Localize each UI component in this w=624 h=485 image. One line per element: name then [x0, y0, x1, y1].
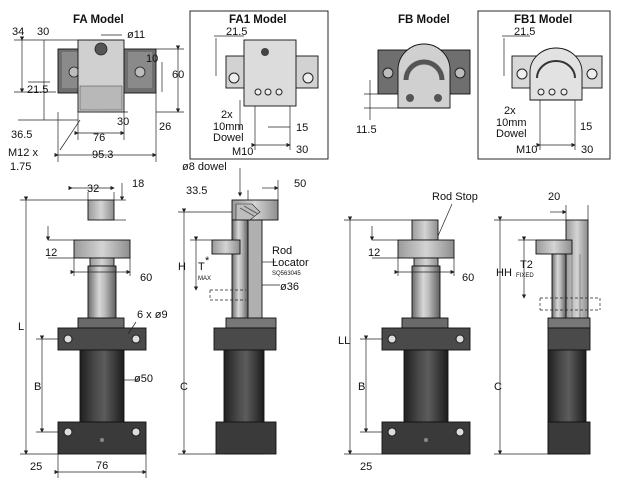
- lm-dowel: ø8 dowel: [182, 161, 227, 173]
- lm-dim-T-star: *: [205, 255, 210, 267]
- lr-dim-B: B: [358, 381, 365, 393]
- lr-rodstop: Rod Stop: [432, 191, 478, 203]
- ll-dim-32: 32: [87, 183, 99, 195]
- fa1-flange: [225, 39, 319, 107]
- fa-dim-30a: 30: [37, 26, 49, 38]
- fa1-dim-15: 15: [296, 122, 308, 134]
- fb-flange: [377, 43, 471, 109]
- lr-dim-60: 60: [462, 272, 474, 284]
- ll-dim-25: 25: [30, 461, 42, 473]
- fa1-dim-30: 30: [296, 144, 308, 156]
- fa1-dowel-line2: Dowel: [213, 132, 244, 144]
- middle-cylinder: [211, 199, 279, 455]
- fb1-frame: [477, 10, 611, 160]
- fb1-dowel-line2: Dowel: [496, 128, 527, 140]
- lr-dim-T2: T2: [520, 259, 533, 271]
- lr-dim-HH: HH: [496, 267, 512, 279]
- lr-dim-25: 25: [360, 461, 372, 473]
- fa-dim-11: ø11: [127, 29, 145, 41]
- ll-dim-B: B: [34, 381, 41, 393]
- lr-dim-C: C: [494, 381, 502, 393]
- ll-dim-76: 76: [96, 460, 108, 472]
- fb1-2x: 2x: [504, 105, 516, 117]
- ll-dim-18: 18: [132, 178, 144, 190]
- lr-dim-20: 20: [548, 191, 560, 203]
- fb-title: FB Model: [398, 14, 450, 26]
- fa1-dim-21-5: 21.5: [226, 26, 247, 38]
- fa1-dowel-line1: 10mm: [213, 121, 244, 133]
- fa-dim-21-5: 21.5: [27, 84, 48, 96]
- lm-dim-36: ø36: [280, 281, 299, 293]
- ll-dim-50: ø50: [134, 373, 153, 385]
- lr-dim-T2-fixed: FIXED: [516, 273, 534, 279]
- lm-rod-line2: Locator: [272, 257, 309, 269]
- lm-rod-line3: SQ563045: [272, 271, 301, 277]
- fa-dim-60: 60: [172, 69, 184, 81]
- ll-dim-12: 12: [45, 247, 57, 259]
- fb1-flange: [511, 47, 603, 101]
- right-front-cylinder: [381, 219, 471, 455]
- fb1-dim-15: 15: [580, 121, 592, 133]
- fa1-m10: M10: [232, 146, 253, 158]
- lr-dim-12: 12: [368, 247, 380, 259]
- fa-dim-36-5: 36.5: [11, 129, 32, 141]
- fa-dim-10: 10: [146, 53, 158, 65]
- lm-dim-50: 50: [294, 178, 306, 190]
- left-cylinder: [57, 199, 147, 455]
- fa1-title: FA1 Model: [229, 14, 287, 26]
- fa-dim-30b: 30: [117, 116, 129, 128]
- fa-m12-line2: 1.75: [10, 161, 31, 173]
- fb1-title: FB1 Model: [514, 14, 572, 26]
- fa-dim-34: 34: [12, 26, 24, 38]
- ll-dim-60: 60: [140, 272, 152, 284]
- right-side-cylinder: [535, 219, 591, 455]
- fa-dim-95-3: 95.3: [92, 149, 113, 161]
- ll-holes: 6 x ø9: [137, 309, 168, 321]
- fa-m12-line1: M12 x: [8, 147, 38, 159]
- fa1-frame: [189, 10, 329, 160]
- ll-dim-L: L: [18, 321, 24, 333]
- lm-dim-T: T: [198, 261, 205, 273]
- fb-dim-11-5: 11.5: [356, 124, 377, 136]
- lm-rod-line1: Rod: [272, 245, 292, 257]
- fa-dim-76: 76: [93, 132, 105, 144]
- fb1-dim-30: 30: [581, 144, 593, 156]
- lm-dim-T-max: MAX: [198, 276, 211, 282]
- lm-dim-C: C: [180, 381, 188, 393]
- fb1-m10: M10: [516, 144, 537, 156]
- lr-dim-LL: LL: [338, 335, 350, 347]
- fa-dim-26: 26: [159, 121, 171, 133]
- fb1-dowel-line1: 10mm: [496, 117, 527, 129]
- fa-title: FA Model: [73, 14, 124, 26]
- fb1-dim-21-5: 21.5: [514, 26, 535, 38]
- fa1-2x: 2x: [221, 109, 233, 121]
- fa-flange: [57, 39, 157, 113]
- lm-dim-H: H: [178, 261, 186, 273]
- lm-dim-33-5: 33.5: [186, 185, 207, 197]
